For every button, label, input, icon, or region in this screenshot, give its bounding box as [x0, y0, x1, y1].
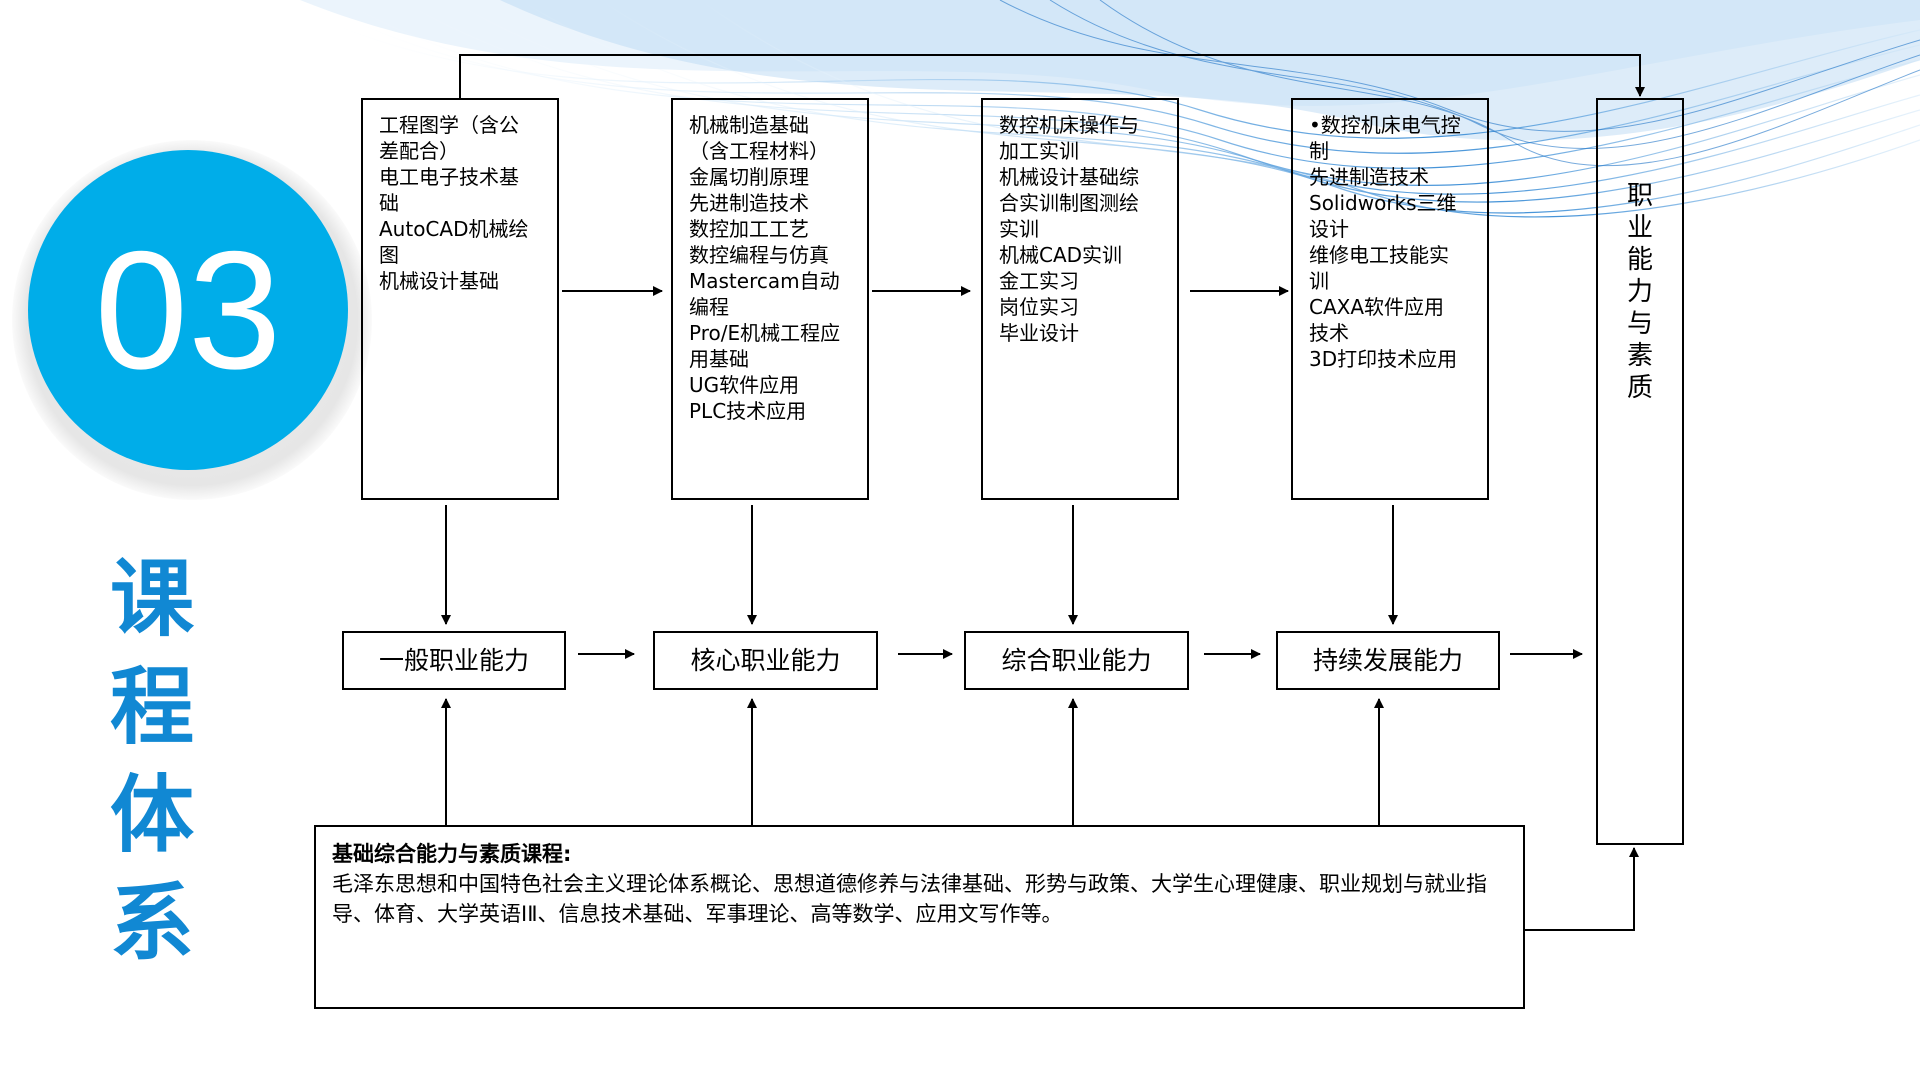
course-item: 电工电子技术基 [379, 165, 519, 189]
course-item: 图 [379, 243, 399, 267]
basic-courses-text: 毛泽东思想和中国特色社会主义理论体系概论、思想道德修养与法律基础、形势与政策、大… [332, 872, 1487, 926]
career-ability-box: 职 业 能 力 与 素 质 [1596, 98, 1684, 845]
ability-label: 综合职业能力 [1001, 645, 1152, 675]
career-char: 力 [1626, 277, 1653, 307]
career-char: 能 [1626, 245, 1653, 275]
course-item: 数控机床操作与 [999, 113, 1139, 137]
section-number: 03 [94, 216, 282, 404]
course-item: 机械CAD实训 [999, 243, 1123, 267]
course-item: 机械制造基础 [689, 113, 809, 137]
course-item: CAXA软件应用 [1309, 295, 1445, 319]
ability-box-comprehensive: 综合职业能力 [964, 631, 1189, 690]
ability-box-general: 一般职业能力 [342, 631, 566, 690]
course-item: 编程 [689, 295, 729, 319]
course-item: Mastercam自动 [689, 269, 840, 293]
course-item: （含工程材料） [689, 139, 829, 163]
course-item: 础 [379, 191, 399, 215]
course-item: PLC技术应用 [689, 399, 807, 423]
course-box-2: 机械制造基础 （含工程材料） 金属切削原理 先进制造技术 数控加工工艺 数控编程… [671, 98, 869, 500]
course-item: 数控编程与仿真 [689, 243, 829, 267]
basic-courses-title: 基础综合能力与素质课程: [332, 842, 572, 866]
course-item: 数控加工工艺 [689, 217, 809, 241]
career-char: 与 [1626, 309, 1653, 339]
course-item: 3D打印技术应用 [1309, 347, 1458, 371]
career-char: 业 [1626, 213, 1653, 243]
basic-courses-box: 基础综合能力与素质课程: 毛泽东思想和中国特色社会主义理论体系概论、思想道德修养… [314, 825, 1525, 1009]
course-item: 岗位实习 [999, 295, 1079, 319]
course-item: 金工实习 [999, 269, 1079, 293]
ability-label: 持续发展能力 [1312, 645, 1463, 675]
course-item: UG软件应用 [689, 373, 800, 397]
career-char: 职 [1626, 181, 1653, 211]
course-item: 机械设计基础综 [999, 165, 1139, 189]
ability-box-sustainable: 持续发展能力 [1276, 631, 1500, 690]
course-item: 维修电工技能实 [1309, 243, 1449, 267]
course-item: 制 [1309, 139, 1329, 163]
course-item: AutoCAD机械绘 [379, 217, 529, 241]
course-item: 训 [1309, 269, 1329, 293]
course-item: 设计 [1309, 217, 1349, 241]
title-char: 系 [110, 874, 195, 972]
course-item: •数控机床电气控 [1309, 113, 1461, 137]
basic-to-career-arrow [1524, 847, 1639, 931]
section-number-badge: 03 [28, 150, 348, 470]
career-ability-label: 职 业 能 力 与 素 质 [1626, 180, 1654, 404]
page-title: 课 程 体 系 [110, 545, 195, 977]
career-char: 素 [1626, 341, 1653, 371]
course-item: 实训 [999, 217, 1039, 241]
career-char: 质 [1626, 373, 1653, 403]
course-box-3: 数控机床操作与 加工实训 机械设计基础综 合实训制图测绘 实训 机械CAD实训 … [981, 98, 1179, 500]
course-item: 机械设计基础 [379, 269, 499, 293]
title-char: 程 [110, 658, 195, 756]
course-item: 合实训制图测绘 [999, 191, 1139, 215]
course-item: 先进制造技术 [689, 191, 809, 215]
course-box-1: 工程图学（含公 差配合） 电工电子技术基 础 AutoCAD机械绘 图 机械设计… [361, 98, 559, 500]
course-item: Solidworks三维 [1309, 191, 1457, 215]
course-item: 毕业设计 [999, 321, 1079, 345]
title-char: 体 [110, 766, 195, 864]
course-item: 先进制造技术 [1309, 165, 1429, 189]
course-item: 差配合） [379, 139, 459, 163]
course-item: 加工实训 [999, 139, 1079, 163]
course-item: 金属切削原理 [689, 165, 809, 189]
course-box-4: •数控机床电气控 制 先进制造技术 Solidworks三维 设计 维修电工技能… [1291, 98, 1489, 500]
course-item: 用基础 [689, 347, 749, 371]
course-item: Pro/E机械工程应 [689, 321, 841, 345]
course-item: 技术 [1309, 321, 1349, 345]
course-item: 工程图学（含公 [379, 113, 519, 137]
ability-label: 核心职业能力 [690, 645, 841, 675]
ability-box-core: 核心职业能力 [653, 631, 878, 690]
ability-label: 一般职业能力 [378, 645, 529, 675]
title-char: 课 [110, 550, 195, 648]
